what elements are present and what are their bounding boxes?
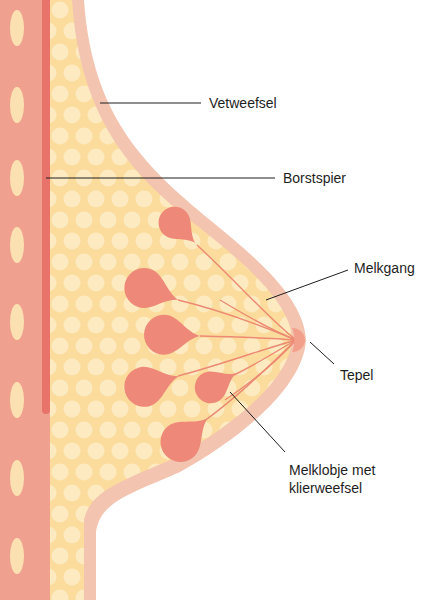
leader-lines — [46, 103, 348, 452]
pectoral-muscle — [42, 0, 50, 414]
part-label: Melklobje met klierweefsel — [289, 461, 414, 497]
fatty-tissue — [40, 0, 292, 600]
tissue-label: Borstspier — [283, 169, 346, 187]
tissue-label: Vetweefsel — [209, 94, 277, 112]
nipple — [292, 328, 305, 352]
milk-ducts — [178, 245, 296, 422]
part-label: Melkgang — [354, 259, 415, 277]
chest-wall — [0, 0, 50, 600]
ribs — [10, 10, 24, 574]
milk-lobules — [119, 200, 244, 470]
part-label: Tepel — [340, 366, 373, 384]
